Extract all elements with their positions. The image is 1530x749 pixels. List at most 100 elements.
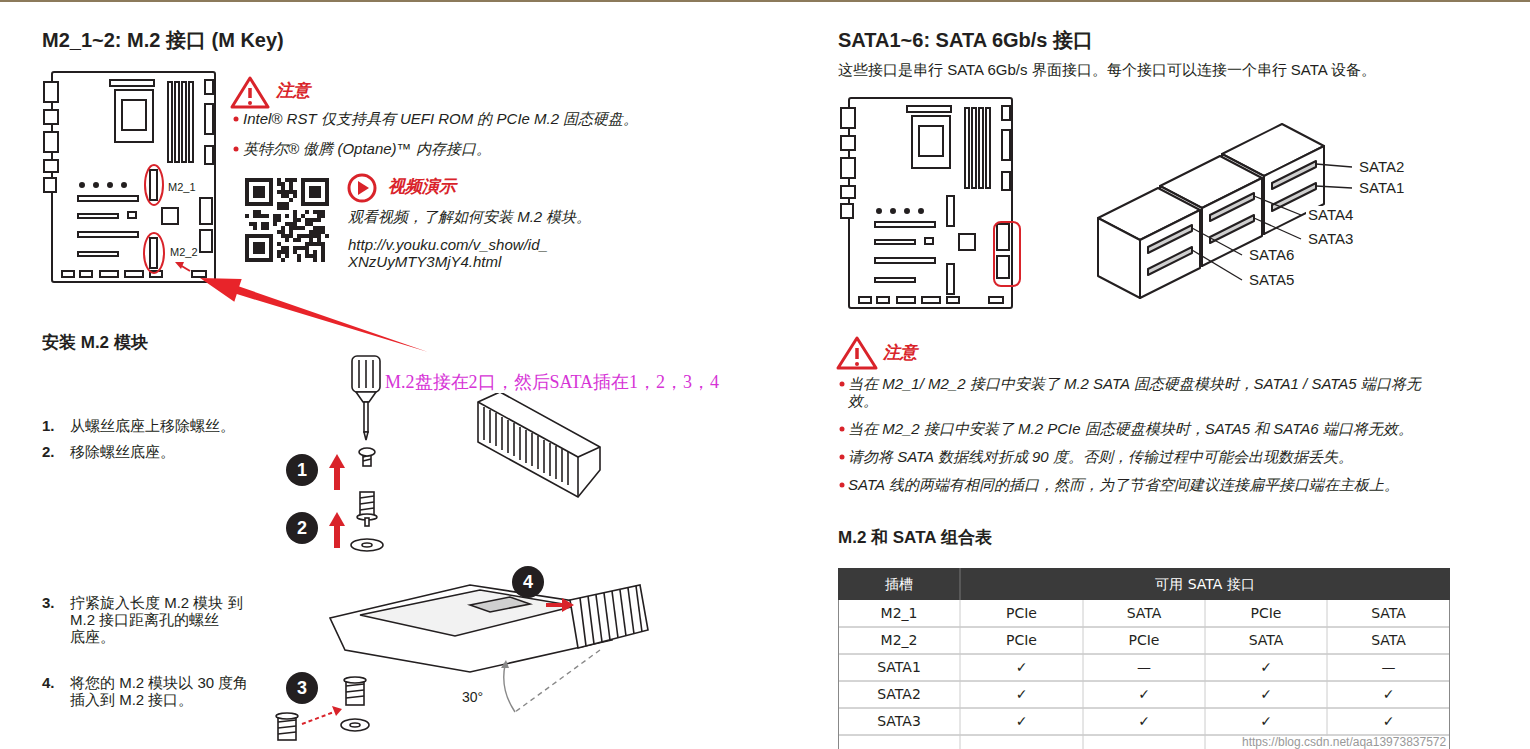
- qr-code: [245, 178, 329, 262]
- callout-text: 2: [297, 518, 307, 538]
- qr-module: [257, 210, 261, 214]
- qr-module: [313, 250, 317, 254]
- table-cell: PCIe: [1205, 600, 1327, 627]
- port-label: SATA6: [1247, 246, 1296, 264]
- qr-module: [297, 226, 301, 230]
- qr-module: [285, 254, 289, 258]
- qr-module: [285, 238, 289, 242]
- description: 这些接口是串行 SATA 6Gb/s 界面接口。每个接口可以连接一个串行 SAT…: [838, 61, 1376, 79]
- table-cell: ✓: [1205, 681, 1327, 708]
- warning-title: 注意: [276, 81, 310, 101]
- qr-module: [301, 234, 305, 238]
- qr-module: [317, 210, 321, 214]
- qr-module: [277, 254, 281, 258]
- qr-module: [293, 178, 297, 182]
- slot-label: M2_2: [170, 246, 198, 259]
- standoff: [350, 723, 360, 727]
- qr-module: [285, 234, 289, 238]
- qr-module: [301, 214, 305, 218]
- m2-heatsink: [478, 392, 600, 497]
- m2-heatsink: [561, 449, 563, 482]
- play-icon: [349, 175, 375, 201]
- table-grid: [1205, 600, 1206, 749]
- warning-icon: [855, 362, 859, 366]
- table-header: 插槽: [838, 568, 960, 600]
- qr-module: [301, 226, 305, 230]
- qr-module: [305, 234, 309, 238]
- row-header: M2_1: [838, 600, 960, 627]
- qr-module: [317, 238, 321, 242]
- standoff: [365, 518, 369, 526]
- qr-module: [281, 234, 285, 238]
- qr-module: [309, 234, 313, 238]
- qr-module: [285, 178, 289, 182]
- bullet: [840, 382, 845, 387]
- row-header: SATA1: [838, 654, 960, 681]
- qr-module: [321, 258, 325, 262]
- standoff: [362, 543, 372, 547]
- standoff: [276, 713, 298, 719]
- table-cell: ✓: [1083, 708, 1205, 735]
- warning-icon: [232, 78, 268, 107]
- qr-module: [305, 246, 309, 250]
- move-arrow: [332, 706, 342, 716]
- port-label: SATA5: [1247, 271, 1296, 289]
- screwdriver: [365, 360, 367, 388]
- qr-module: [281, 230, 285, 234]
- qr-module: [249, 182, 269, 202]
- callout-number: 3: [286, 672, 318, 704]
- table-cell: ✓: [960, 681, 1083, 708]
- qr-module: [281, 194, 285, 198]
- qr-module: [289, 178, 293, 182]
- m2-heatsink: [519, 427, 521, 460]
- standoff: [346, 690, 364, 692]
- table-grid: [838, 627, 1450, 628]
- qr-module: [281, 182, 285, 186]
- angle-marker: [515, 650, 600, 712]
- motherboard-right: [841, 98, 1012, 308]
- standoff: [346, 696, 364, 698]
- screw: [359, 448, 375, 456]
- qr-module: [321, 210, 325, 214]
- table-cell: SATA: [1327, 600, 1450, 627]
- m2-install: [360, 590, 575, 636]
- qr-module: [289, 186, 293, 190]
- bullet: [840, 427, 845, 432]
- qr-module: [253, 242, 265, 254]
- leader-line: [1254, 196, 1301, 215]
- sata-connectors: [1210, 193, 1254, 221]
- table-cell: SATA: [1205, 627, 1327, 654]
- table-grid: [960, 568, 961, 600]
- qr-module: [297, 238, 301, 242]
- qr-module: [321, 254, 325, 258]
- port-label: SATA4: [1306, 206, 1355, 224]
- motherboard-left: [144, 233, 164, 273]
- leader-line: [1254, 218, 1301, 239]
- qr-module: [293, 226, 297, 230]
- angle-marker: [504, 665, 515, 712]
- motherboard-left: [44, 72, 215, 282]
- m2-heatsink: [478, 392, 600, 497]
- qr-module: [285, 202, 289, 206]
- qr-module: [317, 242, 321, 246]
- qr-module: [253, 214, 257, 218]
- screwdriver: [352, 356, 380, 440]
- port-label: SATA2: [1357, 158, 1406, 176]
- note-text: Intel® RST 仅支持具有 UEFI ROM 的 PCIe M.2 固态硬…: [243, 110, 638, 128]
- screw: [363, 459, 371, 461]
- leader-line: [1192, 228, 1242, 255]
- step-number: 2.: [42, 443, 55, 461]
- qr-module: [277, 242, 281, 246]
- table-cell: ✓: [1205, 708, 1327, 735]
- standoff: [344, 677, 366, 683]
- note-text: SATA 线的两端有相同的插口，然而，为了节省空间建议连接扁平接口端在主板上。: [848, 476, 1399, 494]
- m2-install: [580, 598, 586, 646]
- red-arrow: [329, 454, 345, 548]
- standoff: [360, 502, 374, 504]
- qr-module: [313, 230, 317, 234]
- port-label: SATA3: [1306, 230, 1355, 248]
- qr-module: [289, 198, 293, 202]
- qr-module: [305, 222, 309, 226]
